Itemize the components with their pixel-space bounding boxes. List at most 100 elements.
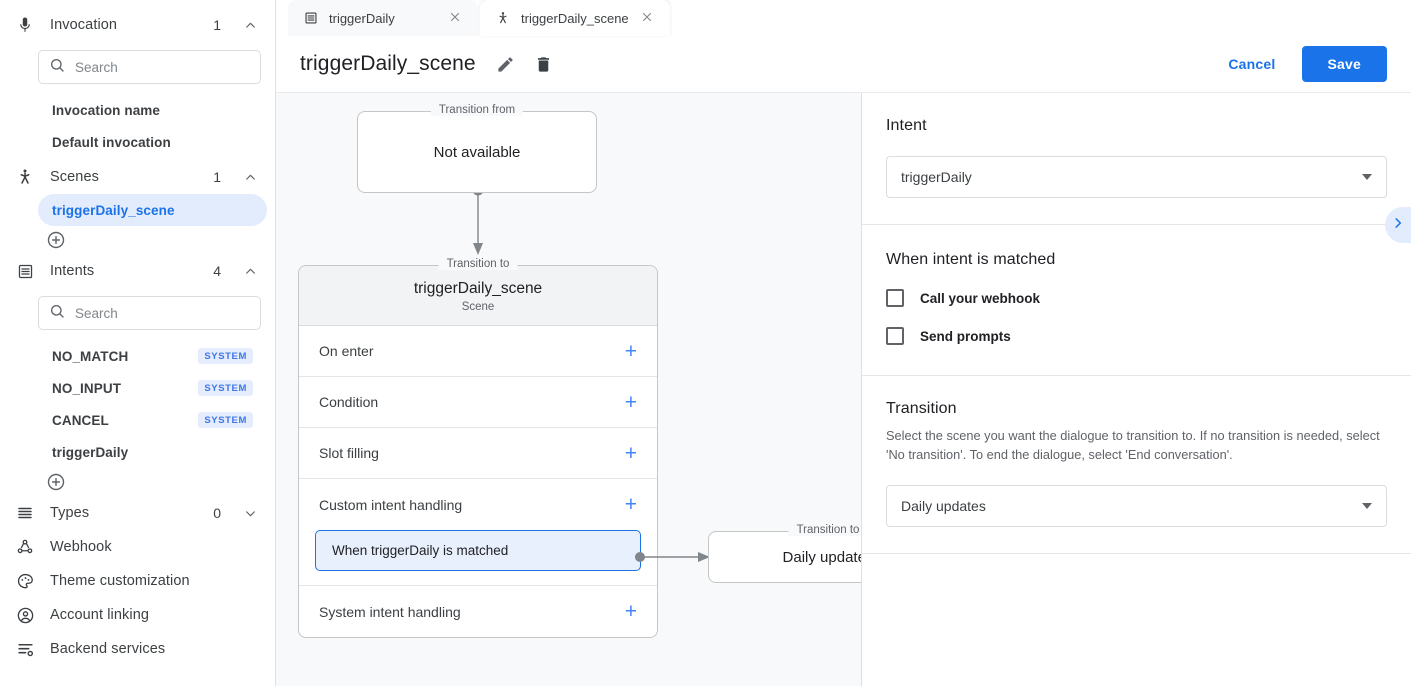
close-icon[interactable] [448, 10, 464, 26]
sidebar-item-account-linking[interactable]: Account linking [0, 598, 275, 632]
checkbox-call-webhook[interactable] [886, 289, 904, 307]
chevron-up-icon [243, 170, 257, 184]
sidebar-item-label: triggerDaily [52, 444, 129, 460]
sidebar-section-label: Invocation [50, 17, 118, 33]
sidebar-item-webhook[interactable]: Webhook [0, 530, 275, 564]
intent-list-icon [14, 260, 36, 282]
add-slot-filling-button[interactable]: + [624, 441, 637, 465]
sidebar-section-scenes[interactable]: Scenes 1 [0, 160, 275, 194]
scene-row-on-enter[interactable]: On enter + [299, 326, 657, 377]
sidebar-item-theme-customization[interactable]: Theme customization [0, 564, 275, 598]
transition-select[interactable]: Daily updates [886, 485, 1387, 528]
types-icon [14, 502, 36, 524]
scene-card-subtitle: Scene [461, 301, 495, 313]
add-custom-intent-handling-button[interactable]: + [624, 493, 637, 516]
sidebar-item-default-invocation[interactable]: Default invocation [38, 126, 267, 158]
transition-from-value: Not available [433, 143, 521, 161]
chevron-up-icon [243, 18, 257, 32]
sidebar-item-backend-services[interactable]: Backend services [0, 632, 275, 666]
invocation-search-box[interactable] [38, 50, 261, 84]
transition-from-box: Transition from Not available [357, 104, 597, 193]
sidebar-item-label: Default invocation [52, 134, 171, 150]
chevron-down-icon [243, 506, 257, 520]
sidebar-section-invocation[interactable]: Invocation 1 [0, 8, 275, 42]
status-badge: SYSTEM [198, 380, 253, 396]
intents-search-input[interactable] [75, 305, 252, 321]
add-scene-button[interactable] [46, 230, 66, 250]
scene-row-custom-intent-handling[interactable]: Custom intent handling + [299, 479, 657, 530]
panel-section-transition: Transition Select the scene you want the… [862, 376, 1411, 555]
tab-triggerdaily[interactable]: triggerDaily [288, 0, 478, 36]
when-matched-title: When intent is matched [886, 251, 1056, 268]
sidebar-item-cancel[interactable]: CANCEL SYSTEM [38, 404, 267, 436]
sidebar-section-types[interactable]: Types 0 [0, 496, 275, 530]
delete-trash-icon[interactable] [532, 52, 556, 76]
checkbox-send-prompts[interactable] [886, 327, 904, 345]
checkbox-row-send-prompts[interactable]: Send prompts [886, 327, 1387, 345]
checkbox-label: Call your webhook [920, 290, 1041, 306]
scene-row-condition[interactable]: Condition + [299, 377, 657, 428]
intent-handler-chip[interactable]: When triggerDaily is matched [315, 530, 641, 571]
sidebar-section-intents[interactable]: Intents 4 [0, 254, 275, 288]
tab-label: triggerDaily [329, 10, 395, 26]
transition-from-legend: Transition from [430, 104, 524, 116]
transition-to-legend: Transition to [438, 258, 518, 270]
sidebar-section-label: Intents [50, 263, 95, 279]
checkbox-label: Send prompts [920, 328, 1011, 344]
scene-section-custom-intent-handling: Custom intent handling + When triggerDai… [299, 479, 657, 586]
microphone-icon [14, 14, 36, 36]
account-icon [14, 604, 36, 626]
intent-section-title: Intent [886, 117, 927, 134]
scene-card-name: triggerDaily_scene [413, 280, 543, 297]
scene-row-label: Custom intent handling [319, 496, 463, 513]
status-badge: SYSTEM [198, 348, 253, 364]
edit-pencil-icon[interactable] [494, 52, 518, 76]
sidebar-item-triggerdaily[interactable]: triggerDaily [38, 436, 267, 468]
close-icon[interactable] [640, 10, 656, 26]
add-intent-button[interactable] [46, 472, 66, 492]
scene-canvas[interactable]: Transition from Not available Transition… [276, 93, 862, 686]
sidebar-item-label: NO_MATCH [52, 348, 129, 364]
main-area: triggerDaily triggerDaily_scene triggerD… [276, 0, 1411, 686]
cancel-button[interactable]: Cancel [1214, 47, 1289, 81]
intent-select[interactable]: triggerDaily [886, 156, 1387, 198]
add-condition-button[interactable]: + [624, 390, 637, 414]
chevron-right-icon [1391, 216, 1405, 235]
status-badge: SYSTEM [198, 412, 253, 428]
scene-card-header: triggerDaily_scene Scene [299, 266, 657, 326]
add-intent-row [0, 468, 275, 496]
invocation-search-input[interactable] [75, 59, 252, 75]
sidebar-item-label: Invocation name [52, 102, 161, 118]
invocation-search-wrap [0, 42, 275, 94]
sidebar-item-triggerdaily-scene[interactable]: triggerDaily_scene [38, 194, 267, 226]
save-button[interactable]: Save [1301, 46, 1387, 82]
sidebar-section-count: 1 [213, 17, 221, 33]
transition-select-value: Daily updates [901, 498, 986, 515]
webhook-icon [14, 536, 36, 558]
palette-icon [14, 570, 36, 592]
sidebar-item-label: triggerDaily_scene [52, 202, 175, 218]
collapse-panel-button[interactable] [1385, 207, 1411, 243]
tab-triggerdaily-scene[interactable]: triggerDaily_scene [480, 0, 670, 36]
scene-row-label: Slot filling [319, 445, 379, 461]
transition-target-legend: Transition to [788, 524, 861, 536]
checkbox-row-call-webhook[interactable]: Call your webhook [886, 289, 1387, 307]
scene-icon [495, 10, 511, 26]
scene-row-system-intent-handling[interactable]: System intent handling + [299, 586, 657, 637]
add-system-intent-handling-button[interactable]: + [624, 600, 637, 623]
sidebar-item-invocation-name[interactable]: Invocation name [38, 94, 267, 126]
search-icon [49, 57, 65, 78]
sidebar-item-label: Account linking [50, 607, 150, 623]
sidebar-item-no-input[interactable]: NO_INPUT SYSTEM [38, 372, 267, 404]
add-on-enter-button[interactable]: + [624, 339, 637, 363]
scene-row-slot-filling[interactable]: Slot filling + [299, 428, 657, 479]
panel-section-intent: Intent triggerDaily [862, 93, 1411, 225]
sidebar-item-label: CANCEL [52, 412, 109, 428]
transition-section-title: Transition [886, 400, 957, 417]
sidebar-item-no-match[interactable]: NO_MATCH SYSTEM [38, 340, 267, 372]
sidebar-item-label: Backend services [50, 641, 166, 657]
sidebar-section-label: Scenes [50, 169, 99, 185]
intents-search-box[interactable] [38, 296, 261, 330]
scene-row-label: System intent handling [319, 603, 461, 620]
tab-bar: triggerDaily triggerDaily_scene [276, 0, 1411, 36]
